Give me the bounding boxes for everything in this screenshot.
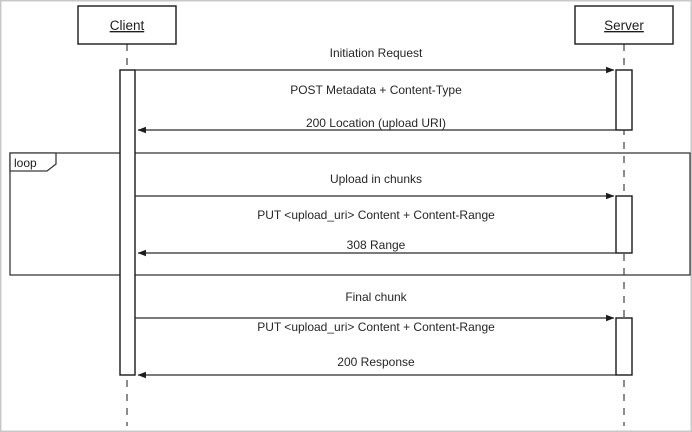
message-308-range[interactable]: 308 Range <box>137 238 616 257</box>
loop-fragment-tab <box>9 152 57 172</box>
activation-server-final <box>615 317 633 376</box>
activation-client <box>119 69 136 376</box>
activation-server-initiation <box>615 69 633 131</box>
message-200-response[interactable]: 200 Response <box>137 355 616 379</box>
note-initiation-request: Initiation Request <box>330 46 423 60</box>
message-308-range-label: 308 Range <box>347 238 406 252</box>
message-200-location[interactable]: 200 Location (upload URI) <box>137 116 616 134</box>
message-200-location-label: 200 Location (upload URI) <box>306 116 446 130</box>
message-200-response-label: 200 Response <box>337 355 415 369</box>
participant-server[interactable]: Server <box>574 5 674 45</box>
message-put-chunk-label: PUT <upload_uri> Content + Content-Range <box>257 208 495 222</box>
loop-fragment-label: loop <box>14 156 37 170</box>
message-put-final-chunk[interactable]: PUT <upload_uri> Content + Content-Range <box>135 314 615 334</box>
activation-server-chunk <box>615 195 633 254</box>
message-put-final-chunk-label: PUT <upload_uri> Content + Content-Range <box>257 320 495 334</box>
note-final-chunk: Final chunk <box>345 290 407 304</box>
loop-fragment[interactable]: loop <box>9 152 691 276</box>
message-post-metadata-label: POST Metadata + Content-Type <box>290 83 462 97</box>
participant-client-label: Client <box>110 18 145 33</box>
message-post-metadata[interactable]: POST Metadata + Content-Type <box>135 66 615 97</box>
participant-client[interactable]: Client <box>77 5 177 45</box>
participant-client-box <box>77 5 177 45</box>
message-put-chunk[interactable]: PUT <upload_uri> Content + Content-Range <box>135 192 615 222</box>
note-upload-in-chunks: Upload in chunks <box>330 172 422 186</box>
participant-server-box <box>574 5 674 45</box>
loop-fragment-box <box>9 152 691 276</box>
participant-server-label: Server <box>604 18 644 33</box>
